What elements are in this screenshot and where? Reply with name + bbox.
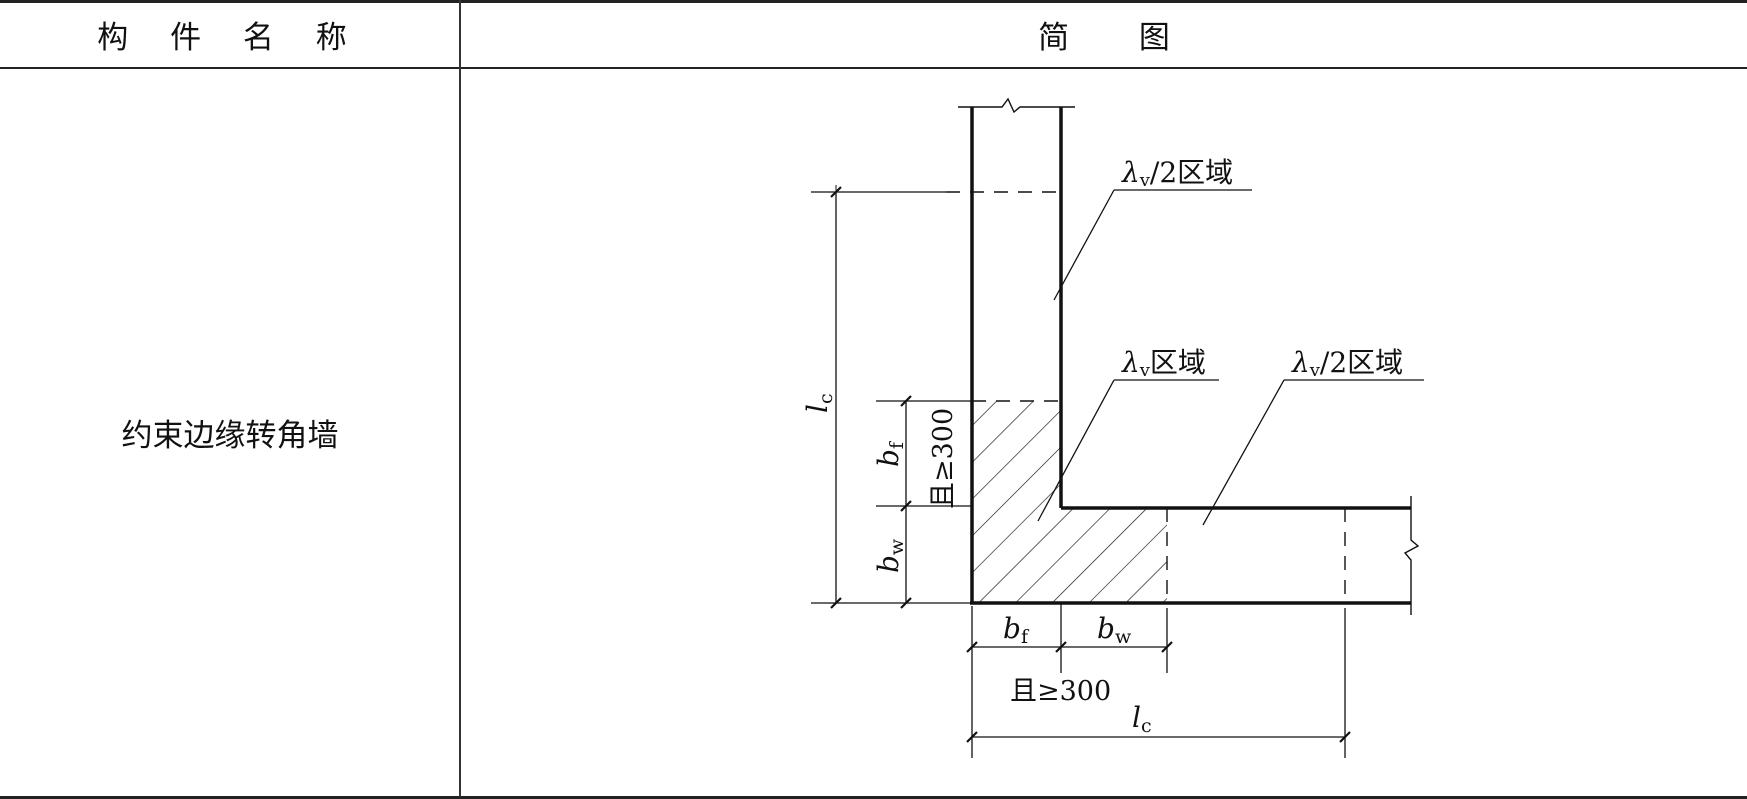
break-lines — [958, 97, 1420, 615]
header-rule — [0, 67, 1747, 69]
table-top-rule — [0, 0, 1747, 3]
label-top-region: λv/2区域 — [1121, 156, 1233, 191]
label-mid-region: λv区域 — [1121, 346, 1206, 381]
component-name-cell: 约束边缘转角墙 — [121, 417, 339, 454]
horizontal-dimensions — [966, 603, 1351, 758]
dim-bf-vertical: bf — [872, 440, 908, 467]
hatched-region — [972, 401, 1167, 603]
dim-lc-horizontal: lc — [1132, 701, 1152, 737]
dim-bw-vertical: bw — [872, 538, 908, 573]
column-divider — [459, 0, 461, 797]
header-component-name: 构 件 名 称 — [97, 19, 363, 56]
dim-lc-vertical: lc — [801, 393, 837, 413]
vertical-dimensions — [811, 185, 972, 609]
label-right-region: λv/2区域 — [1291, 346, 1403, 381]
dim-bw-horizontal: bw — [1097, 612, 1132, 648]
wall-outline — [970, 107, 1411, 605]
table-bottom-rule — [0, 796, 1747, 799]
dashed-boundaries — [946, 191, 1346, 603]
dim-min300-vertical: 且≥300 — [928, 408, 959, 509]
header-diagram: 简 图 — [1038, 19, 1170, 56]
dim-bf-horizontal: bf — [1003, 612, 1030, 648]
dim-min300-horizontal: 且≥300 — [1010, 676, 1111, 707]
leader-lines — [1037, 189, 1424, 526]
